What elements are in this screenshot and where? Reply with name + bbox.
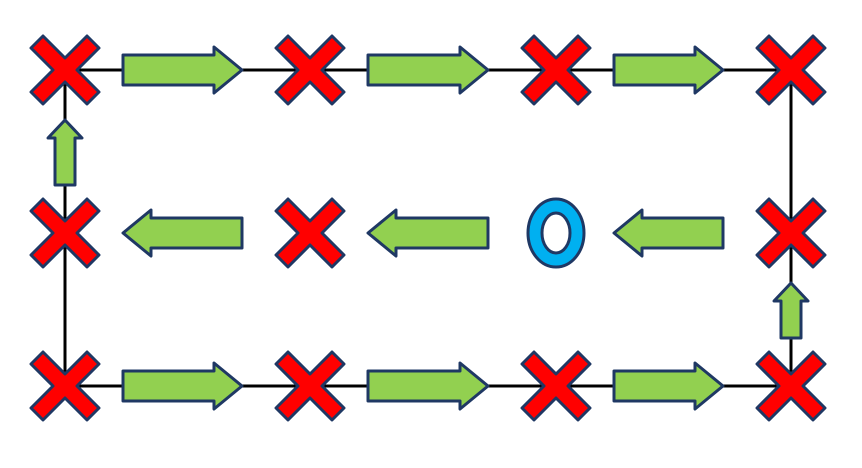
diagram-node (526, 197, 586, 269)
red-x-icon (274, 34, 346, 106)
diagram-node (755, 34, 827, 106)
node-markers (29, 34, 827, 422)
arrow-right-icon (121, 361, 244, 411)
red-x-icon (29, 197, 101, 269)
arrow-up-icon (46, 118, 84, 187)
diagram-node (755, 350, 827, 422)
diagram-node (520, 350, 592, 422)
red-x-icon (29, 350, 101, 422)
red-x-icon (520, 34, 592, 106)
arrow-left-icon (121, 208, 244, 258)
diagram-node (29, 197, 101, 269)
red-x-icon (520, 350, 592, 422)
diagram-node (29, 350, 101, 422)
arrow-right-icon (121, 45, 244, 95)
arrow-right-icon (612, 45, 725, 95)
diagram-node (274, 197, 346, 269)
red-x-icon (755, 350, 827, 422)
arrow-left-icon (366, 208, 490, 258)
arrow-right-icon (366, 361, 490, 411)
flow-arrows (46, 45, 810, 411)
red-x-icon (755, 34, 827, 106)
arrow-up-icon (772, 281, 810, 340)
red-x-icon (29, 34, 101, 106)
diagram-node (755, 197, 827, 269)
red-x-icon (755, 197, 827, 269)
diagram-node (29, 34, 101, 106)
red-x-icon (274, 350, 346, 422)
diagram-node (274, 350, 346, 422)
blue-o-icon (526, 197, 586, 269)
red-x-icon (274, 197, 346, 269)
arrow-right-icon (366, 45, 490, 95)
diagram-node (274, 34, 346, 106)
arrow-right-icon (612, 361, 725, 411)
arrow-left-icon (612, 208, 725, 258)
diagram-node (520, 34, 592, 106)
